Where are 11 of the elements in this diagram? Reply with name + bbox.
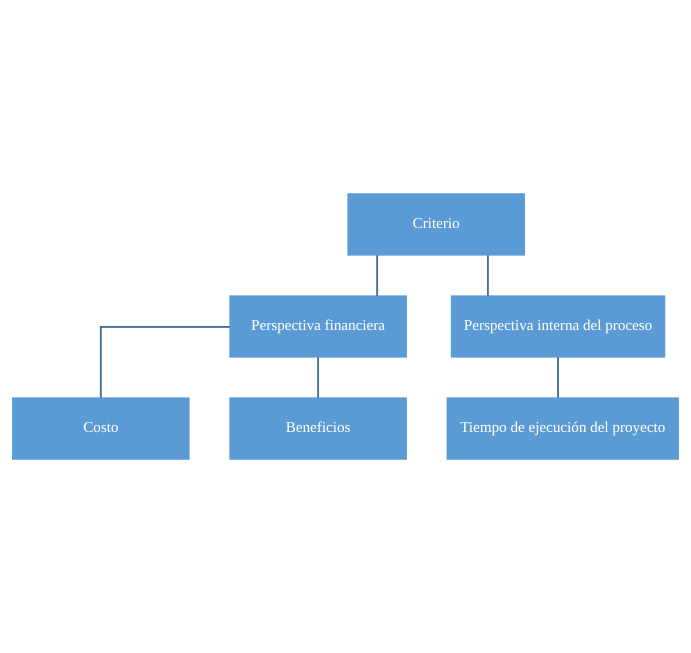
node-box: Tiempo de ejecución del proyecto — [446, 397, 679, 460]
connector — [557, 357, 559, 398]
connector — [317, 357, 320, 398]
node-box: Perspectiva financiera — [229, 295, 407, 358]
connector — [486, 255, 489, 296]
connector — [100, 326, 230, 398]
node-box: Perspectiva interna del proceso — [450, 295, 666, 358]
connector — [376, 255, 378, 296]
node-box: Criterio — [347, 193, 525, 256]
node-box: Costo — [12, 397, 190, 460]
node-box: Beneficios — [229, 397, 407, 460]
